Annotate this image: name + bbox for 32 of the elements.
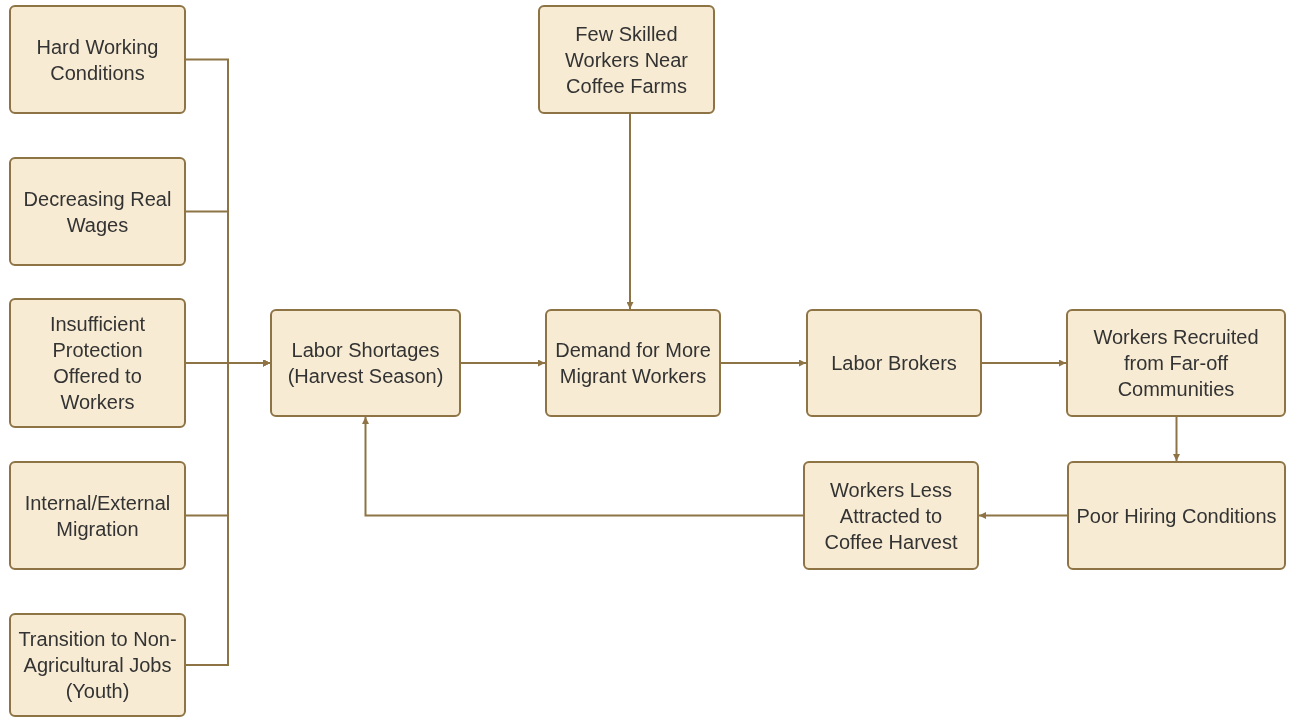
process-box bbox=[803, 461, 979, 570]
process-box bbox=[9, 298, 186, 428]
box-label: Labor Shortages (Harvest Season) bbox=[286, 338, 445, 389]
box-label: Workers Less Attracted to Coffee Harvest bbox=[823, 477, 959, 555]
box-label: Few Skilled Workers Near Coffee Farms bbox=[564, 21, 689, 99]
arrow bbox=[185, 359, 271, 666]
box-label: Hard Working Conditions bbox=[35, 34, 160, 86]
process-box bbox=[1067, 461, 1286, 570]
process-box bbox=[806, 309, 982, 417]
box-label: Internal/External Migration bbox=[23, 490, 172, 542]
arrow bbox=[978, 512, 1068, 519]
process-box bbox=[9, 157, 186, 266]
box-label: Workers Recruited from Far-off Communities bbox=[1092, 325, 1260, 402]
process-box bbox=[545, 309, 721, 417]
box-label: Labor Brokers bbox=[831, 351, 957, 376]
process-box bbox=[1066, 309, 1286, 417]
arrow bbox=[720, 359, 807, 367]
box-label: Insufficient Protection Offered to Workers bbox=[48, 312, 147, 415]
arrow bbox=[460, 359, 546, 367]
arrow bbox=[626, 113, 634, 310]
box-label: Demand for More Migrant Workers bbox=[554, 338, 712, 389]
arrow bbox=[362, 416, 804, 517]
process-box bbox=[9, 5, 186, 114]
box-label: Poor Hiring Conditions bbox=[1076, 503, 1277, 529]
process-box bbox=[9, 461, 186, 570]
box-label: Transition to Non-Agricultural Jobs (Youth) bbox=[17, 627, 178, 704]
process-box bbox=[270, 309, 461, 417]
process-box bbox=[9, 613, 186, 717]
process-box bbox=[538, 5, 715, 114]
arrow bbox=[981, 359, 1067, 367]
box-label: Decreasing Real Wages bbox=[22, 186, 173, 238]
arrow bbox=[1173, 416, 1180, 462]
